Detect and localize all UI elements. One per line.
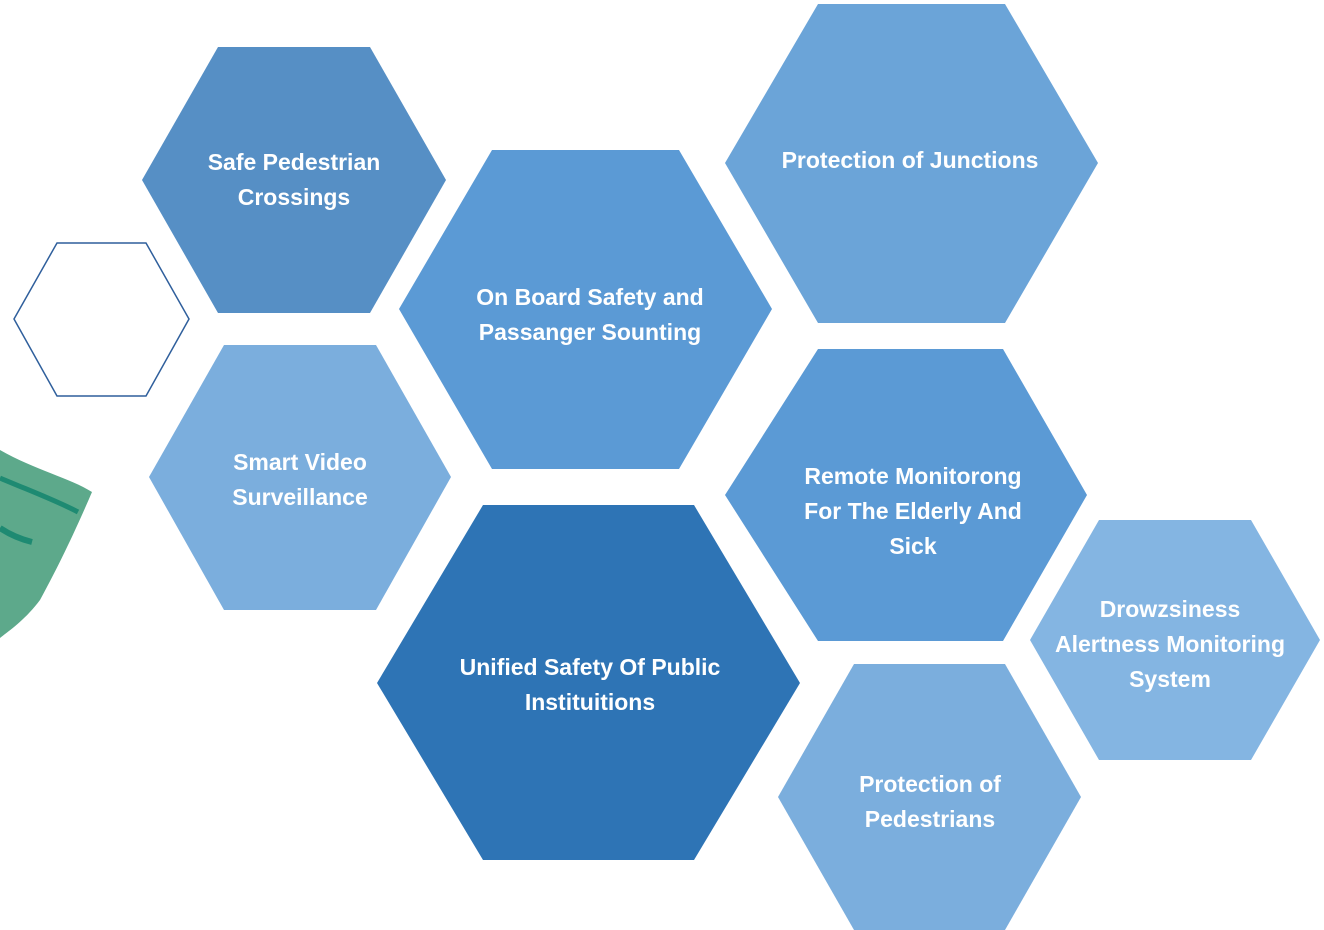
hexagon-safe-pedestrian-crossings bbox=[142, 47, 446, 313]
hexagon-smart-video-surveillance bbox=[149, 345, 451, 610]
leaf-vein bbox=[0, 475, 80, 515]
label-smart-video-surveillance: Smart Video Surveillance bbox=[232, 449, 368, 510]
label-drowsiness-monitoring: Drowzsiness Alertness Monitoring System bbox=[1054, 595, 1285, 692]
label-protection-of-pedestrians: Protection of Pedestrians bbox=[859, 771, 1001, 832]
hexagon-protection-of-pedestrians bbox=[778, 664, 1081, 930]
leaf-vein bbox=[0, 525, 33, 545]
hexagon-unified-safety bbox=[377, 505, 800, 860]
leaf-shape bbox=[0, 450, 92, 638]
hexagon-drowsiness-monitoring bbox=[1030, 520, 1320, 760]
label-on-board-safety: On Board Safety and Passanger Sounting bbox=[476, 284, 704, 345]
leaf-decoration bbox=[0, 450, 92, 638]
outline-hexagon bbox=[13, 242, 190, 397]
hexagon-protection-of-junctions bbox=[725, 4, 1098, 323]
hexagon-on-board-safety bbox=[399, 150, 772, 469]
label-unified-safety: Unified Safety Of Public Instituitions bbox=[459, 654, 721, 715]
hexagon-remote-monitoring bbox=[725, 349, 1087, 641]
label-protection-of-junctions: Protection of Junctions bbox=[781, 146, 1039, 173]
label-safe-pedestrian-crossings: Safe Pedestrian Crossings bbox=[207, 149, 381, 210]
label-remote-monitoring: Remote Monitorong For The Elderly And Si… bbox=[804, 462, 1022, 559]
